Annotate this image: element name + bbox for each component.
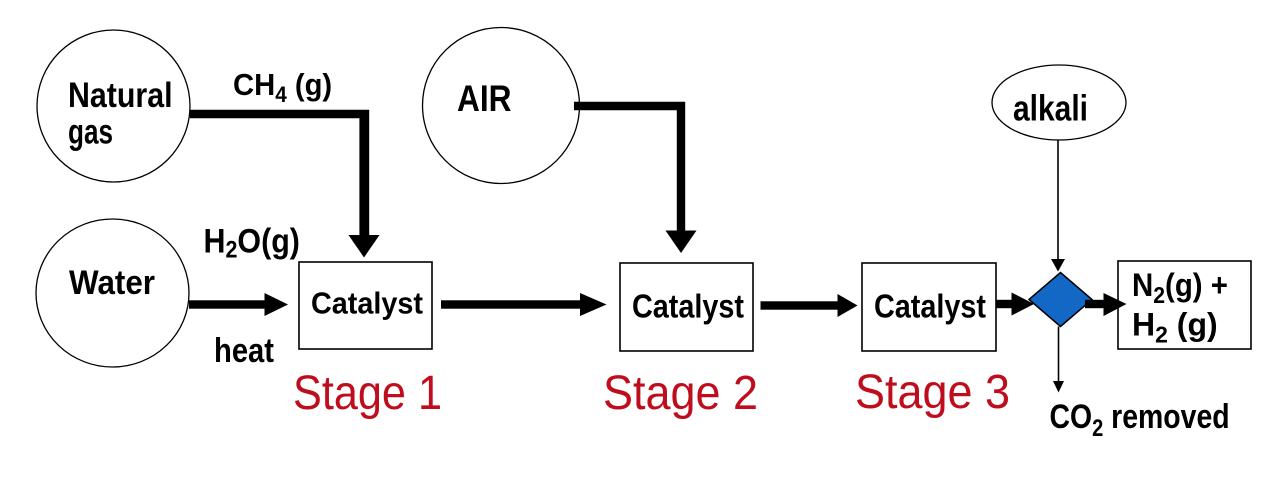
svg-text:Stage 3: Stage 3 [855,366,1010,419]
svg-text:Stage 1: Stage 1 [293,367,442,420]
svg-text:Natural: Natural [68,76,173,115]
svg-text:N2(g) +: N2(g) + [1132,267,1228,308]
svg-text:gas: gas [68,113,113,152]
svg-text:Catalyst: Catalyst [874,288,986,325]
svg-text:Catalyst: Catalyst [632,288,744,325]
svg-text:H2O(g): H2O(g) [204,222,300,263]
svg-text:Catalyst: Catalyst [311,287,423,321]
svg-text:CO2 removed: CO2 removed [1050,398,1230,442]
svg-text:H2 (g): H2 (g) [1132,307,1218,348]
svg-text:alkali: alkali [1013,88,1088,129]
svg-text:heat: heat [214,332,274,370]
svg-text:Water: Water [69,264,155,302]
svg-text:AIR: AIR [457,78,512,119]
svg-text:CH4 (g): CH4 (g) [233,68,332,107]
svg-text:Stage 2: Stage 2 [603,367,758,420]
